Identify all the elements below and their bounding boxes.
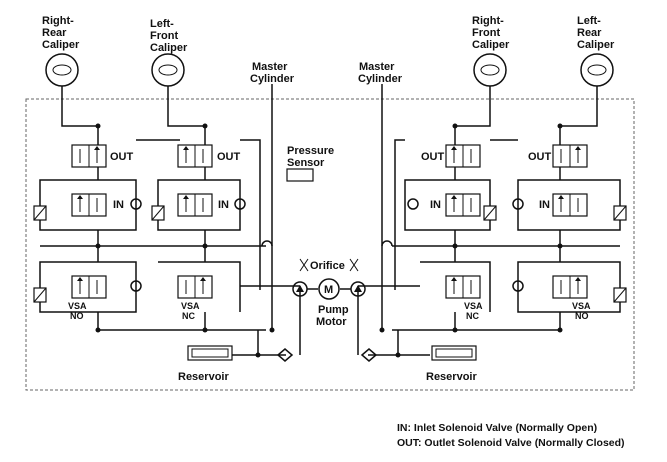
out-valve-right-1 (445, 144, 481, 168)
pressure-sensor-symbol (286, 168, 314, 182)
check-valve-vsa-left (130, 280, 142, 292)
orifice-label: Orifice (310, 260, 345, 272)
out-valve-left-1-label: OUT (110, 151, 134, 163)
svg-text:Rear: Rear (42, 27, 67, 39)
check-valve-left-2 (234, 198, 246, 210)
in-valve-right-2 (552, 193, 588, 217)
caliper-label-right-rear: Right- Rear Caliper (42, 15, 80, 51)
vsa-no-type-right: NO (575, 311, 589, 321)
filter-vsa-left (33, 287, 47, 303)
svg-text:Caliper: Caliper (577, 39, 615, 51)
reservoir-left-symbol (187, 345, 233, 361)
vsa-no-label-right: VSA (572, 301, 591, 311)
svg-text:Cylinder: Cylinder (250, 73, 295, 85)
svg-text:Caliper: Caliper (150, 42, 188, 54)
modulator-boundary (25, 98, 635, 391)
pressure-sensor-label: Pressure Sensor (287, 145, 334, 169)
svg-text:Right-: Right- (472, 15, 504, 27)
legend-out: OUT: Outlet Solenoid Valve (Normally Clo… (397, 437, 625, 449)
svg-text:Front: Front (472, 27, 500, 39)
vsa-no-valve-left (71, 275, 107, 299)
svg-text:Sensor: Sensor (287, 157, 325, 169)
orifice-symbol-right (349, 258, 359, 272)
filter-right-2 (613, 205, 627, 221)
caliper-label-right-front: Right- Front Caliper (472, 15, 510, 51)
out-valve-left-2-label: OUT (217, 151, 241, 163)
check-valve-right-1 (407, 198, 419, 210)
out-valve-left-2 (177, 144, 213, 168)
vsa-nc-label-left: VSA (181, 301, 200, 311)
check-valve-left-1 (130, 198, 142, 210)
check-valve-right-2 (512, 198, 524, 210)
in-valve-left-2 (177, 193, 213, 217)
caliper-label-left-rear: Left- Rear Caliper (577, 15, 615, 51)
vsa-nc-type-right: NC (466, 311, 479, 321)
filter-left-1 (33, 205, 47, 221)
reservoir-right-symbol (431, 345, 477, 361)
in-valve-right-1-label: IN (430, 199, 441, 211)
in-valve-right-2-label: IN (539, 199, 550, 211)
svg-text:Caliper: Caliper (42, 39, 80, 51)
legend-in: IN: Inlet Solenoid Valve (Normally Open) (397, 422, 597, 434)
in-valve-left-2-label: IN (218, 199, 229, 211)
caliper-symbol-right-rear (45, 53, 79, 87)
svg-text:Left-: Left- (577, 15, 601, 27)
svg-text:Pump: Pump (318, 304, 349, 316)
vsa-no-label-left: VSA (68, 301, 87, 311)
pump-motor-icon: M (318, 278, 340, 300)
caliper-symbol-left-front (151, 53, 185, 87)
out-valve-left-1 (71, 144, 107, 168)
vsa-nc-valve-right (445, 275, 481, 299)
filter-vsa-right (613, 287, 627, 303)
out-valve-right-2 (552, 144, 588, 168)
master-cylinder-label-right: Master Cylinder (358, 61, 403, 85)
svg-text:Master: Master (252, 61, 288, 73)
vsa-nc-type-left: NC (182, 311, 195, 321)
svg-text:Motor: Motor (316, 316, 347, 328)
orifice-symbol-left (299, 258, 309, 272)
caliper-symbol-right-front (473, 53, 507, 87)
out-valve-right-1-label: OUT (421, 151, 445, 163)
reservoir-label-right: Reservoir (426, 371, 477, 383)
in-valve-left-1-label: IN (113, 199, 124, 211)
svg-text:Caliper: Caliper (472, 39, 510, 51)
vsa-nc-label-right: VSA (464, 301, 483, 311)
svg-text:Rear: Rear (577, 27, 602, 39)
master-cylinder-label-left: Master Cylinder (250, 61, 295, 85)
svg-text:M: M (324, 284, 333, 296)
check-valve-vsa-right (512, 280, 524, 292)
reservoir-check-right (360, 348, 378, 362)
svg-text:Left-: Left- (150, 18, 174, 30)
filter-right-1 (483, 205, 497, 221)
vsa-nc-valve-left (177, 275, 213, 299)
svg-text:Right-: Right- (42, 15, 74, 27)
in-valve-left-1 (71, 193, 107, 217)
pump-motor-label: Pump Motor (316, 304, 349, 328)
caliper-symbol-left-rear (580, 53, 614, 87)
svg-text:Master: Master (359, 61, 395, 73)
vsa-no-type-left: NO (70, 311, 84, 321)
svg-text:Front: Front (150, 30, 178, 42)
reservoir-label-left: Reservoir (178, 371, 229, 383)
junction-dots (95, 123, 563, 358)
reservoir-check-left (276, 348, 294, 362)
caliper-label-left-front: Left- Front Caliper (150, 18, 188, 54)
svg-text:Pressure: Pressure (287, 145, 334, 157)
right-circuit-piping (357, 84, 621, 356)
filter-left-2 (151, 205, 165, 221)
out-valve-right-2-label: OUT (528, 151, 552, 163)
vsa-no-valve-right (552, 275, 588, 299)
svg-text:Cylinder: Cylinder (358, 73, 403, 85)
in-valve-right-1 (445, 193, 481, 217)
